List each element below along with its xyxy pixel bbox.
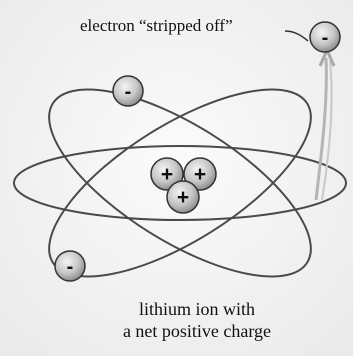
proton: + xyxy=(167,181,199,213)
electron-sign: - xyxy=(125,81,132,103)
electron-lower-left: - xyxy=(55,251,85,281)
electron-sign: - xyxy=(322,27,329,49)
ion-label-line1: lithium ion with xyxy=(139,299,255,319)
proton-sign: + xyxy=(194,163,206,186)
electron-stripped: - xyxy=(310,22,340,52)
electron-upper-left: - xyxy=(113,76,143,106)
electron-sign: - xyxy=(67,256,74,278)
proton-sign: + xyxy=(177,186,189,209)
proton-sign: + xyxy=(161,163,173,186)
ion-label-line2: a net positive charge xyxy=(123,321,271,341)
stripped-electron-label: electron “stripped off” xyxy=(80,16,233,35)
